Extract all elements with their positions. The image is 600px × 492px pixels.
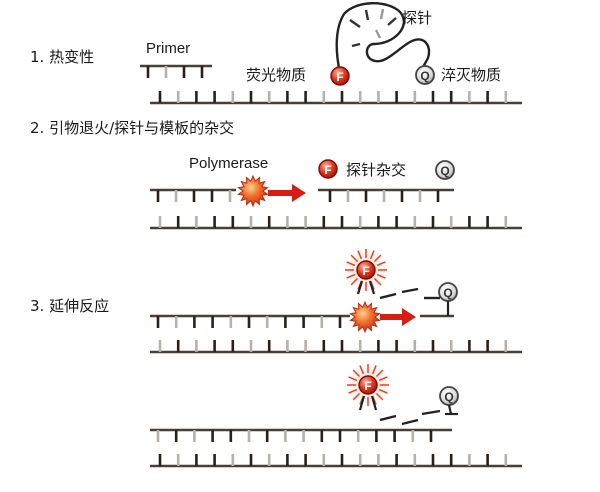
direction-arrow [380,308,416,326]
cleaved-fragment [401,287,419,294]
released-fluorophore-2: F [346,363,390,411]
probe-base [374,29,382,39]
fluorophore-dot [318,159,338,179]
polymerase-label: Polymerase [189,155,268,172]
fluorescence-rays [345,249,387,291]
cleaved-fragment [379,414,397,422]
probe-fragment [356,280,364,295]
fluorescence-ray [348,376,358,382]
fluorophore-glyph: F [324,163,331,177]
fluorophore-dot [356,260,376,280]
fluorescence-ray [346,273,356,279]
fluorescence-ray [373,254,382,263]
probe-base [364,9,370,21]
primer-label: Primer [146,40,190,57]
polymerase-burst [237,174,269,208]
quencher-dot [415,65,435,85]
fluorescence-ray [359,365,365,375]
fluorescence-ray [357,250,363,260]
fluorescence-ray [373,277,382,286]
quencher-marker-3a: Q [438,282,458,316]
quencher-marker-3b: Q [439,386,459,416]
probe-fragment [368,280,376,295]
cleaved-fragment [421,409,441,416]
fluorescence-ray [376,261,386,267]
fluorescence-ray [350,254,359,263]
fluorescence-ray [352,369,361,378]
direction-arrow [268,184,306,202]
cleaved-fragment [379,292,397,300]
step-1-label: 1. 热变性 [30,48,94,66]
probe-base [387,17,397,26]
probe-label: 探针 [402,9,432,27]
quencher-glyph: Q [444,390,453,404]
quencher-label: 淬灭物质 [441,66,501,84]
quencher-glyph: Q [420,69,429,83]
fluorescence-ray [352,392,361,401]
probe-base [379,8,385,20]
probe-base [349,19,361,28]
fluorescence-ray [369,250,375,260]
fluorophore-dot [330,66,350,86]
probe-hybridization-label: 探针杂交 [346,161,406,179]
quencher-marker: Q [415,65,435,85]
probe-bound-quencher: Q [435,160,455,180]
quencher-dot [435,160,455,180]
released-fluorophore-1: F [344,248,388,295]
fluorophore-glyph: F [336,70,343,84]
step-3-label: 3. 延伸反应 [30,297,109,315]
probe-hairpin [335,2,431,76]
probe-bound-fluorophore: F [318,159,338,179]
probe-fragment [358,395,366,411]
probe-strand-line [335,2,431,76]
fluorescence-ray [378,376,388,382]
fluorescence-ray [376,273,386,279]
fluorescence-ray [348,388,358,394]
fluorescence-ray [375,392,384,401]
fluorophore-label: 荧光物质 [246,66,306,84]
quencher-glyph: Q [443,286,452,300]
fluorophore-dot [358,375,378,395]
fluorophore-marker: F [330,66,350,86]
polymerase-enzyme [237,174,269,208]
quencher-glyph: Q [440,164,449,178]
watermark: 百家号/天涯科普 [462,470,543,484]
probe-base [351,42,361,48]
fluorescence-ray [371,365,377,375]
dna-strands [140,64,522,468]
fluorescence-ray [378,388,388,394]
fluorophore-glyph: F [362,264,369,278]
step-2-label: 2. 引物退火/探针与模板的杂交 [30,119,234,137]
fluorescence-ray [350,277,359,286]
probe-fragment [370,395,378,411]
cleaved-fragment [401,418,419,426]
polymerase-enzyme-2 [349,300,381,334]
polymerase-burst [349,300,381,334]
fluorophore-glyph: F [364,379,371,393]
fluorescence-ray [346,261,356,267]
fluorescence-ray [375,369,384,378]
probe-fragment [447,404,453,415]
